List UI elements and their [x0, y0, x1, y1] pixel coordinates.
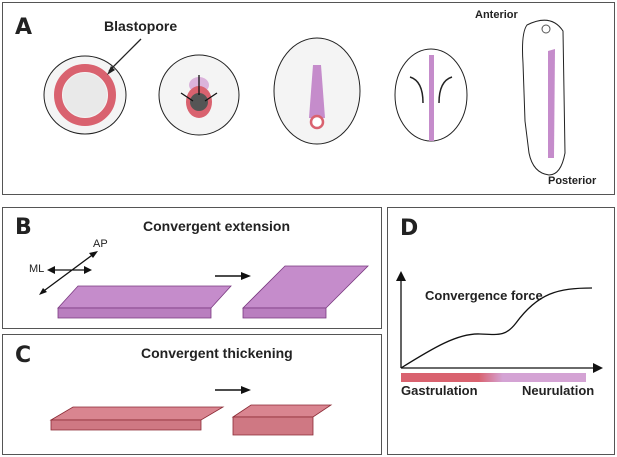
label-blastopore: Blastopore: [104, 18, 178, 34]
panel-a: A Blastopore Anterior Posterior: [2, 2, 615, 195]
panel-letter-a: A: [15, 15, 33, 40]
panel-d: D Convergence force Gastrulation Neurula…: [387, 207, 615, 455]
panel-letter-c: C: [15, 343, 32, 368]
label-anterior: Anterior: [475, 9, 518, 21]
panel-c: C Convergent thickening: [2, 334, 382, 455]
axis-label-ml: ML: [29, 263, 45, 275]
panel-c-title: Convergent thickening: [141, 345, 293, 361]
panel-letter-d: D: [400, 216, 419, 241]
curve-label: Convergence force: [425, 288, 543, 303]
embryo-stage-2: [158, 54, 240, 136]
blastopore-arrow: [108, 38, 142, 72]
phase-bar: [401, 373, 586, 382]
x-axis-arrowhead: [593, 363, 603, 373]
convergent-extension-illustration: [39, 251, 369, 319]
tissue-sheet-before: [57, 285, 232, 319]
convergence-force-graph: [396, 271, 603, 382]
convergence-force-curve: [400, 287, 593, 369]
convergent-thickening-illustration: [49, 386, 333, 436]
panel-b-title: Convergent extension: [143, 218, 291, 234]
embryo-stage-4: [394, 48, 468, 142]
embryo-stage-1: [43, 55, 127, 135]
embryo-stage-3: [273, 37, 361, 145]
tissue-sheet-after: [231, 404, 333, 436]
embryo-illustrations: [43, 19, 566, 176]
axis-label-ap: AP: [93, 238, 108, 250]
phase-label-gastrulation: Gastrulation: [401, 383, 478, 398]
panel-b: B Convergent extension AP ML: [2, 207, 382, 329]
tissue-sheet-after: [242, 265, 369, 319]
phase-label-neurulation: Neurulation: [522, 383, 595, 398]
label-posterior: Posterior: [548, 175, 597, 187]
tissue-sheet-before: [49, 406, 225, 431]
y-axis-arrowhead: [396, 271, 406, 281]
embryo-stage-5: [522, 19, 566, 176]
panel-letter-b: B: [15, 215, 32, 240]
